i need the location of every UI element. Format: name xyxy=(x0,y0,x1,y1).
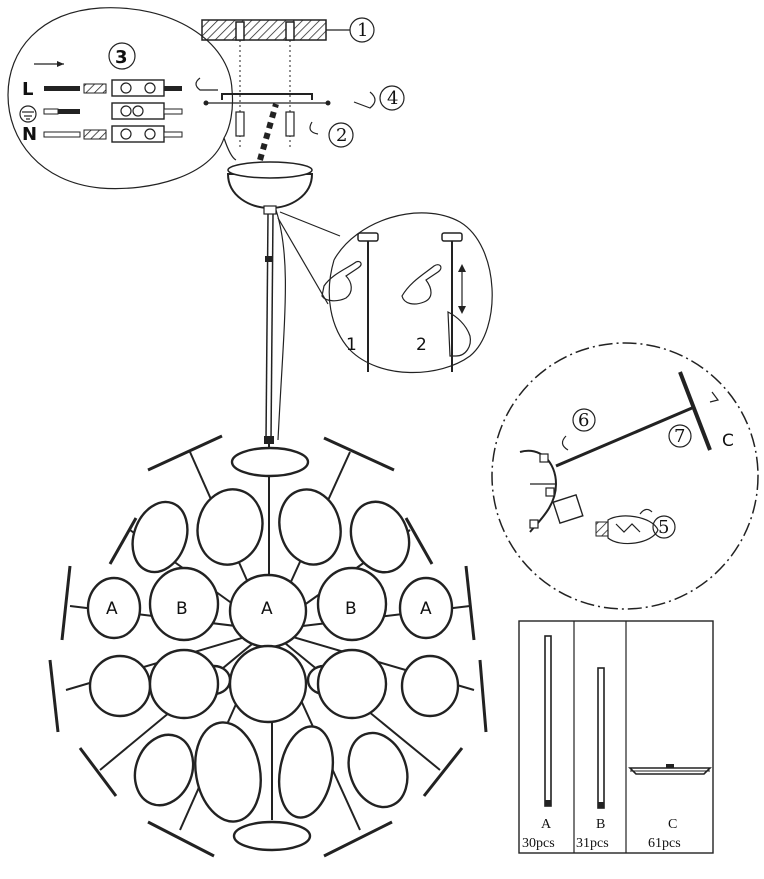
front-discs xyxy=(86,566,454,724)
step-7-label: 7 xyxy=(674,426,685,447)
step-1-label: 1 xyxy=(357,20,368,41)
chandelier-label-a-center: A xyxy=(261,599,273,619)
arm-detail-callout: C 6 7 5 xyxy=(491,342,759,610)
part-b-illustration xyxy=(597,667,605,809)
part-c-letter: C xyxy=(668,817,677,832)
hand-pressing-icon-2 xyxy=(401,264,442,305)
disc-top xyxy=(230,446,310,478)
disc-bottom xyxy=(232,820,312,852)
up-down-arrow-icon xyxy=(458,264,466,314)
chandelier-label-a-left: A xyxy=(106,599,118,619)
mounting-bracket xyxy=(203,93,331,137)
chandelier-label-a-right: A xyxy=(420,599,432,619)
anchor-screws xyxy=(235,21,295,150)
chandelier: A B A B A xyxy=(48,434,488,858)
ground-icon xyxy=(19,105,37,123)
canopy xyxy=(226,161,314,215)
adjust-step-1: 1 xyxy=(346,335,357,355)
step-2-label: 2 xyxy=(336,125,347,146)
bulb-icon xyxy=(595,515,659,545)
step-4-label: 4 xyxy=(387,88,398,109)
edge-discs xyxy=(48,434,488,858)
chandelier-label-b-left: B xyxy=(176,599,188,619)
ceiling-mount: 1 4 2 xyxy=(195,17,405,161)
terminal-block xyxy=(111,79,183,143)
parts-table: A 30pcs B 31pcs C 61pcs xyxy=(518,620,714,854)
live-wire-label: L xyxy=(22,79,33,100)
height-adjust-callout: 1 2 xyxy=(277,211,493,374)
part-b-letter: B xyxy=(596,817,605,832)
hand-pulling-icon xyxy=(447,311,471,357)
neutral-wire-label: N xyxy=(22,124,37,145)
adjust-step-2: 2 xyxy=(416,335,427,355)
step-6-label: 6 xyxy=(578,410,589,431)
hand-pressing-icon xyxy=(321,260,362,302)
step-5-label: 5 xyxy=(658,517,669,538)
detail-label-c: C xyxy=(722,431,734,451)
part-c-qty: 61pcs xyxy=(648,836,681,851)
step-3-label: 3 xyxy=(115,47,128,68)
wiring-callout: 3 L N xyxy=(7,7,237,190)
part-c-illustration xyxy=(628,764,712,775)
chandelier-label-b-right: B xyxy=(345,599,357,619)
ceiling-plate xyxy=(201,19,327,41)
suspension-cables xyxy=(264,209,286,444)
part-b-qty: 31pcs xyxy=(576,836,609,851)
part-a-letter: A xyxy=(541,817,552,832)
part-a-qty: 30pcs xyxy=(522,836,555,851)
part-a-illustration xyxy=(544,635,552,807)
